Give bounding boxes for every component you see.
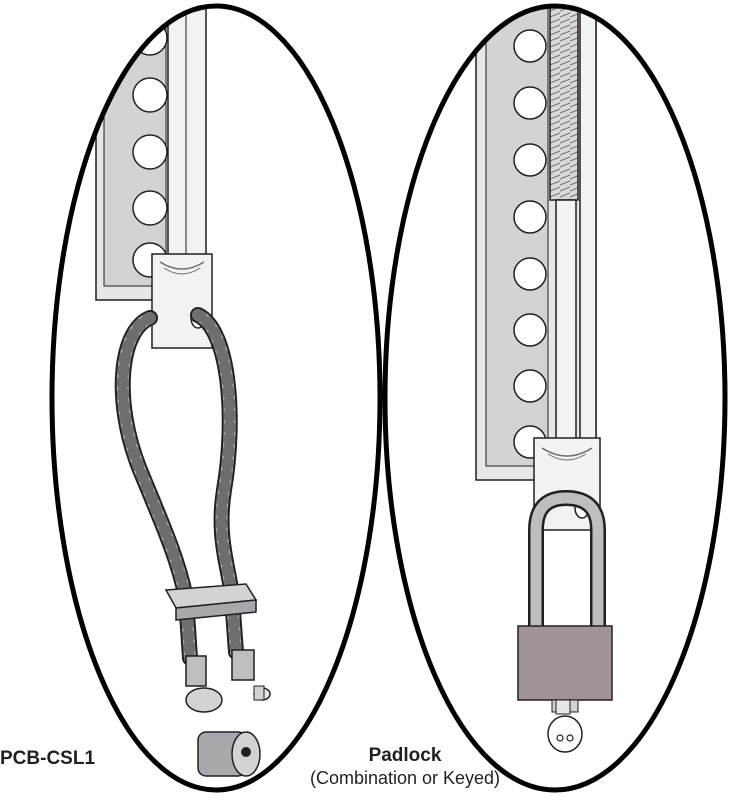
right-illustration	[475, 6, 613, 753]
padlock-shackle	[528, 489, 606, 640]
right-product-sublabel: (Combination or Keyed)	[309, 768, 501, 788]
lock-barrel	[197, 731, 261, 777]
rail-slider-block	[151, 253, 213, 349]
left-callout-oval	[49, 3, 383, 793]
security-cable	[114, 307, 244, 666]
padlock-key	[547, 699, 583, 753]
right-product-label: Padlock	[368, 745, 442, 766]
right-callout-oval	[382, 3, 728, 793]
cable-clamp-plate	[164, 583, 258, 621]
left-illustration	[95, 6, 271, 777]
left-product-label: PCB-CSL1	[0, 748, 96, 769]
threaded-rod	[549, 6, 597, 481]
cable-end-fittings	[185, 649, 271, 713]
padlock-body	[517, 625, 613, 713]
